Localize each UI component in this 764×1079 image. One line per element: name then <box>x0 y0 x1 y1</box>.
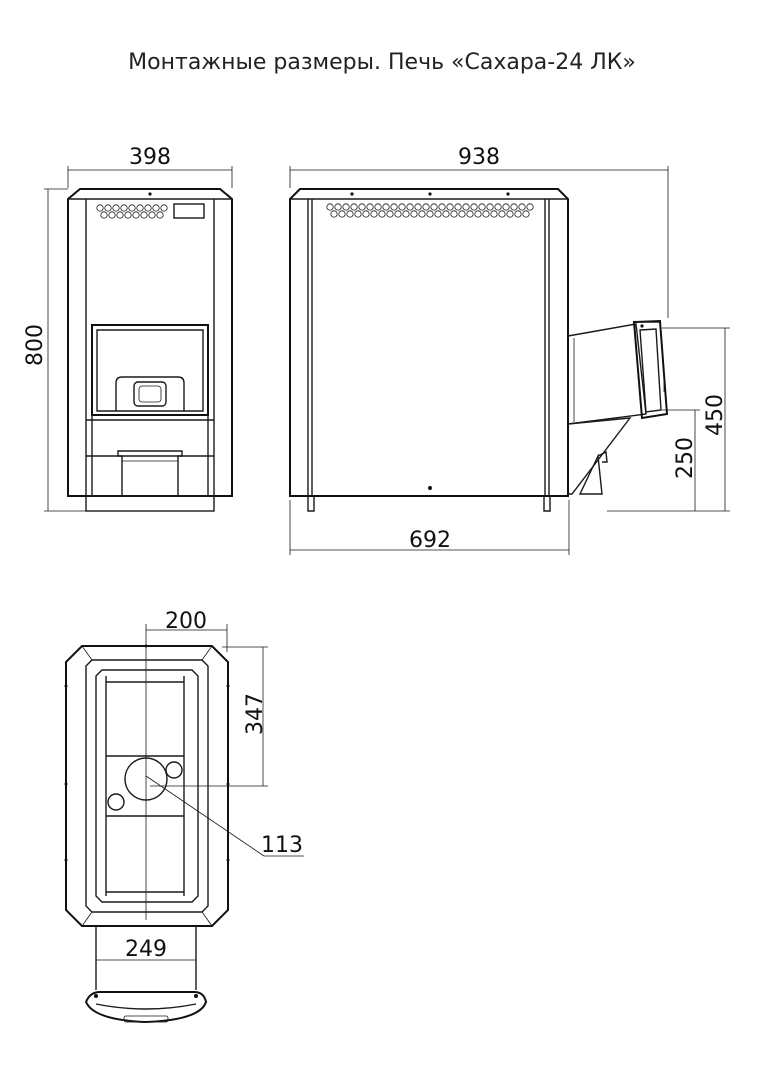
front-view: 398 800 <box>23 145 233 512</box>
dim-door-width: 249 <box>125 937 167 962</box>
dim-side-body-width: 692 <box>409 528 451 553</box>
dim-front-width: 398 <box>129 145 171 170</box>
dim-front-height: 800 <box>23 324 48 366</box>
top-view: 200 347 113 <box>64 609 304 1024</box>
dim-chimney-height: 450 <box>703 394 728 436</box>
dim-outlet-height: 250 <box>673 437 698 479</box>
dim-top-depth: 347 <box>243 693 268 735</box>
side-view: 938 692 450 250 <box>289 145 730 555</box>
dim-side-total-width: 938 <box>458 145 500 170</box>
dim-top-offset: 200 <box>165 609 207 634</box>
dim-flue-diameter: 113 <box>261 833 303 858</box>
page-title: Монтажные размеры. Печь «Сахара-24 ЛК» <box>128 50 636 75</box>
